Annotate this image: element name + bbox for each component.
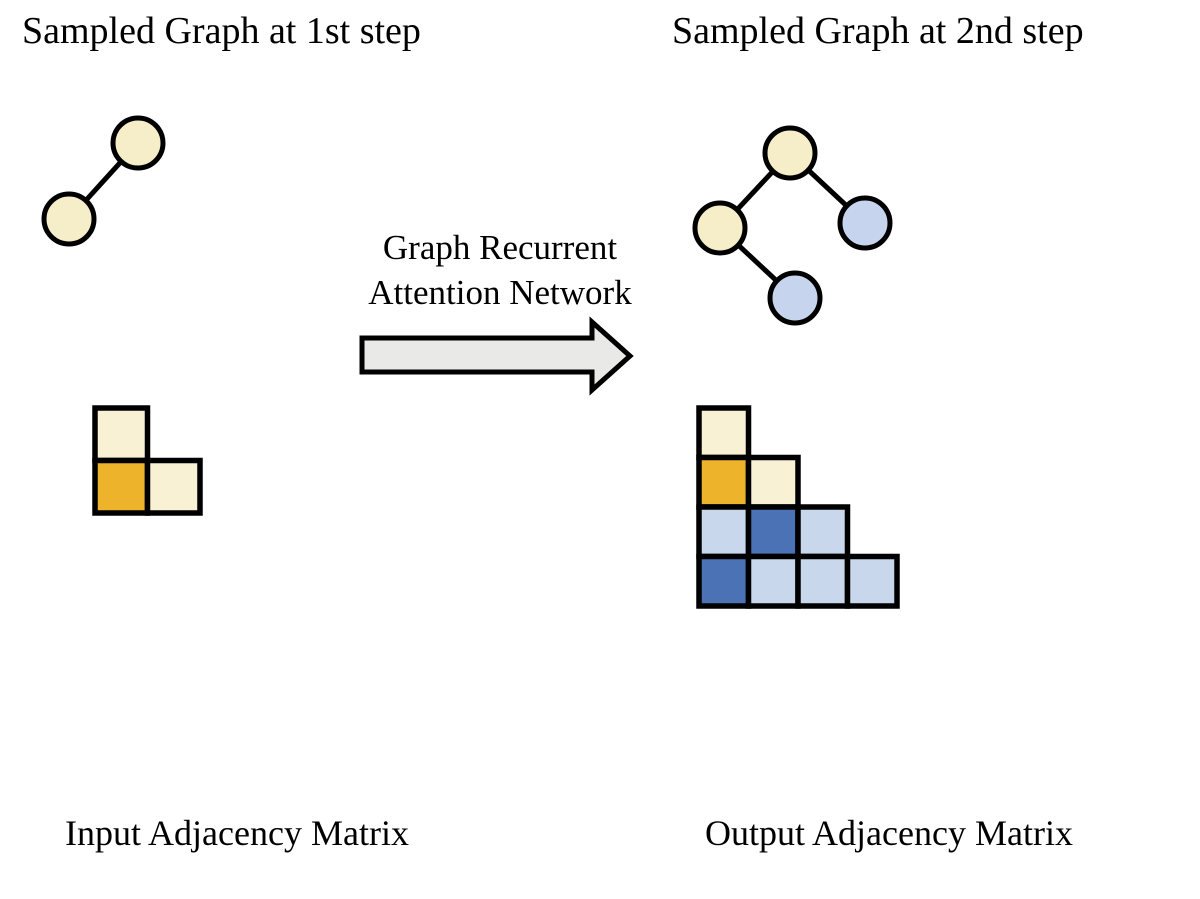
gran-arrow-label-line2: Attention Network [368,272,632,312]
matrix-cell [745,504,801,560]
gran-arrow-label: Graph Recurrent Attention Network [340,226,660,316]
graph-node [692,200,748,256]
matrix-cell [745,454,801,510]
graph-node [762,125,818,181]
matrix-cell [745,553,801,609]
graph-node [41,191,97,247]
gran-arrow-label-line1: Graph Recurrent [382,228,618,267]
graph-node [767,270,823,326]
matrix-cell [92,405,151,464]
graph-node [110,115,166,171]
output-matrix-label: Output Adjacency Matrix [705,813,1073,853]
graph-step2 [692,125,893,326]
matrix-cell [696,405,752,461]
matrix-cell [795,553,851,609]
matrix-cell [696,454,752,510]
graph-step1 [41,115,166,247]
title-sampled-graph-step2: Sampled Graph at 2nd step [672,10,1084,52]
matrix-cell [144,457,203,516]
matrix-cell [844,553,900,609]
matrix-cell [92,457,151,516]
matrix-cell [696,504,752,560]
input-matrix-label: Input Adjacency Matrix [65,813,409,853]
title-sampled-graph-step1: Sampled Graph at 1st step [22,10,421,52]
matrix-cell [795,504,851,560]
input-adjacency-matrix [92,405,203,516]
right-arrow-shape [359,316,634,396]
output-adjacency-matrix [696,405,900,609]
matrix-cell [696,553,752,609]
graph-node [837,195,893,251]
gran-arrow [359,316,634,396]
